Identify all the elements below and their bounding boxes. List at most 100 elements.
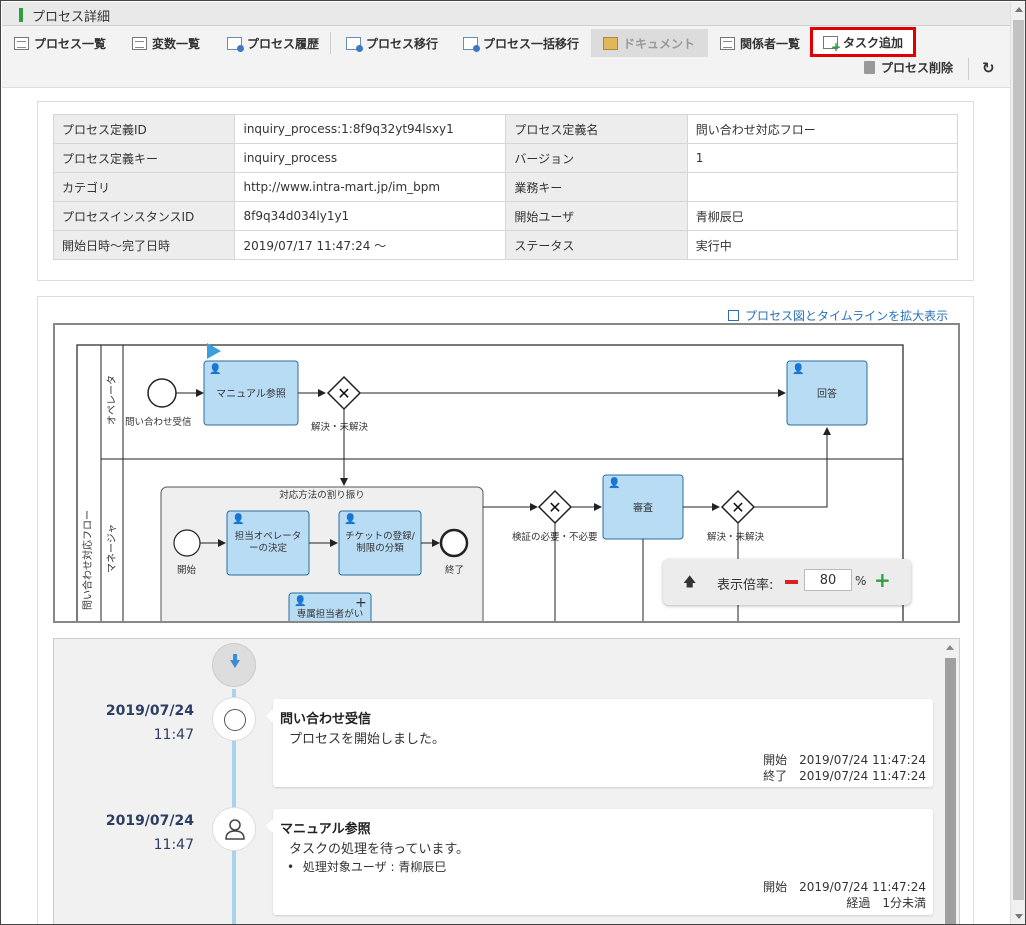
user-task-icon: 👤: [344, 512, 356, 525]
add-task-label: タスク追加: [843, 35, 904, 50]
timeline-scrollbar[interactable]: [944, 643, 957, 924]
stakeholder-list-button[interactable]: 関係者一覧: [720, 30, 800, 56]
bulk-migrate-icon: [463, 36, 480, 52]
task-answer-label: 回答: [817, 387, 837, 400]
variable-list-button[interactable]: 変数一覧: [132, 30, 200, 56]
info-label: 開始ユーザ: [505, 201, 688, 231]
timeline-card-message: プロセスを開始しました。: [289, 732, 446, 747]
process-history-button[interactable]: プロセス履歴: [227, 30, 319, 56]
process-diagram[interactable]: 問い合わせ対応フロー オペレータ マネージャ 問い合わせ受信 👤 マニュアル参照…: [53, 323, 960, 623]
timeline-scroll-thumb[interactable]: [945, 658, 956, 924]
home-icon[interactable]: 🡅: [683, 575, 697, 590]
task-partial-label: 専属担当者がい: [297, 608, 364, 620]
process-history-label: プロセス履歴: [247, 36, 320, 51]
toolbar-separator: [330, 32, 331, 54]
info-value: 問い合わせ対応フロー: [686, 114, 959, 144]
task-partial[interactable]: [288, 592, 372, 621]
user-task-node-icon: [212, 807, 256, 851]
document-button[interactable]: ドキュメント: [591, 29, 708, 57]
refresh-icon[interactable]: ↻: [982, 59, 995, 77]
subprocess-end-event[interactable]: [439, 528, 469, 558]
start-event-node-icon: [212, 697, 256, 741]
lane-label-manager: マネージャ: [106, 524, 118, 573]
user-task-icon: 👤: [232, 512, 244, 525]
info-value: http://www.intra-mart.jp/im_bpm: [234, 172, 507, 202]
info-value: inquiry_process:1:8f9q32yt94lsxy1: [234, 114, 507, 144]
scroll-thumb[interactable]: [1013, 20, 1024, 900]
task-answer[interactable]: [786, 360, 868, 426]
info-value: [686, 172, 959, 202]
info-label: ステータス: [505, 230, 688, 260]
info-value: inquiry_process: [234, 143, 507, 173]
svg-text:✕: ✕: [731, 498, 744, 517]
delete-process-button[interactable]: プロセス削除: [864, 59, 953, 76]
expand-diagram-link[interactable]: プロセス図とタイムラインを拡大表示: [728, 307, 948, 324]
add-task-button[interactable]: タスク追加: [810, 27, 917, 57]
zoom-input[interactable]: [804, 569, 852, 591]
info-label: プロセス定義キー: [52, 143, 236, 173]
migrate-icon: [346, 36, 363, 52]
expand-icon: [728, 310, 739, 321]
delete-process-label: プロセス削除: [881, 61, 954, 75]
toolbar-separator: [968, 58, 969, 80]
page-scrollbar[interactable]: [1010, 2, 1025, 924]
window-title: プロセス詳細: [32, 10, 111, 25]
book-icon: [603, 36, 618, 50]
start-event[interactable]: [147, 378, 177, 408]
history-icon: [227, 36, 244, 52]
lane-label-operator: オペレータ: [106, 375, 118, 425]
timeline-card[interactable]: 問い合わせ受信 プロセスを開始しました。 開始 2019/07/24 11:47…: [266, 699, 933, 787]
timeline-card-message: タスクの処理を待っています。: [289, 842, 470, 857]
zoom-unit: %: [855, 574, 867, 588]
timeline-card-bullet: • 処理対象ユーザ : 青柳辰巳: [287, 860, 447, 874]
toolbar: プロセス一覧 変数一覧 プロセス履歴 プロセス移行 プロセス一括移行 ドキュメン…: [2, 26, 1010, 88]
info-value: 2019/07/17 11:47:24 ～: [234, 230, 507, 260]
subprocess-start-event[interactable]: [173, 529, 201, 557]
zoom-in-icon[interactable]: +: [874, 568, 891, 592]
info-value: 8f9q34d034ly1y1: [234, 201, 507, 231]
task-ticket-label-2: 制限の分類: [356, 542, 404, 554]
bpmn-diagram-svg: 問い合わせ対応フロー オペレータ マネージャ 問い合わせ受信 👤 マニュアル参照…: [76, 343, 904, 621]
zoom-out-icon[interactable]: [785, 580, 798, 584]
user-task-icon: 👤: [294, 594, 306, 607]
gateway-3-label: 解決・未解決: [707, 531, 765, 543]
timeline-card-title: 問い合わせ受信: [280, 712, 372, 727]
scroll-up-icon[interactable]: [946, 645, 954, 650]
timeline-card-bullet-text: 処理対象ユーザ : 青柳辰巳: [302, 860, 447, 874]
subprocess-label: 対応方法の割り振り: [279, 489, 365, 501]
zoom-label: 表示倍率:: [717, 578, 774, 593]
scroll-up-icon[interactable]: [1015, 7, 1023, 12]
variable-list-label: 変数一覧: [152, 36, 201, 51]
scroll-down-icon[interactable]: [1015, 914, 1023, 919]
expand-subprocess-icon: +: [355, 595, 367, 611]
zoom-control: 🡅 表示倍率: % +: [663, 559, 911, 605]
timeline-card-start: 開始 2019/07/24 11:47:24: [763, 753, 926, 767]
info-label: プロセス定義ID: [52, 114, 236, 144]
process-migrate-button[interactable]: プロセス移行: [346, 30, 438, 56]
user-task-icon: 👤: [792, 362, 804, 375]
timeline-card[interactable]: マニュアル参照 タスクの処理を待っています。 • 処理対象ユーザ : 青柳辰巳 …: [266, 809, 933, 915]
info-label: カテゴリ: [52, 172, 236, 202]
process-list-button[interactable]: プロセス一覧: [14, 30, 106, 56]
user-task-icon: 👤: [209, 362, 221, 375]
pool-label: 問い合わせ対応フロー: [81, 510, 94, 610]
trash-icon: [864, 61, 875, 74]
process-migrate-label: プロセス移行: [366, 36, 439, 51]
info-label: プロセス定義名: [505, 114, 688, 144]
list-icon: [720, 36, 735, 50]
process-bulk-migrate-button[interactable]: プロセス一括移行: [463, 30, 579, 56]
timeline-card-elapsed: 経過 1分未満: [846, 896, 926, 910]
stakeholder-list-label: 関係者一覧: [740, 36, 801, 51]
list-icon: [14, 36, 29, 50]
task-manual-label: マニュアル参照: [216, 387, 286, 400]
info-value: 実行中: [686, 230, 959, 260]
diagram-panel: プロセス図とタイムラインを拡大表示 問い合わせ対応フロー オペレータ マネージャ: [37, 296, 974, 924]
timeline-scroll-down-icon[interactable]: [212, 643, 256, 687]
timeline-card-start: 開始 2019/07/24 11:47:24: [763, 880, 926, 894]
